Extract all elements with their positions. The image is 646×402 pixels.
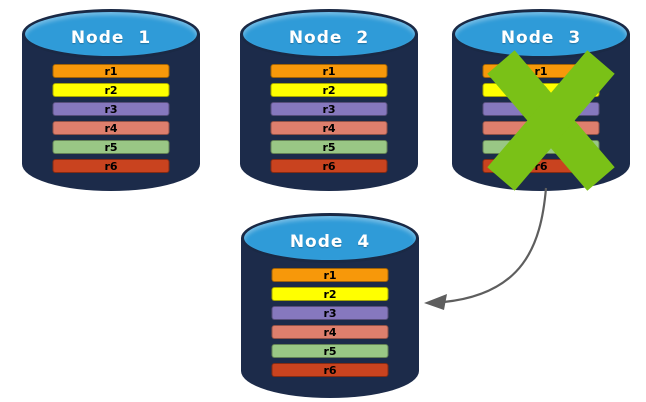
replica-bar: r6	[270, 159, 388, 173]
node-2-cylinder: Node 2 r1 r2 r3 r4 r5 r6	[240, 9, 418, 191]
replica-bar: r2	[52, 83, 170, 97]
node-3-replica-list: r1 r2 r3 r4 r5 r6	[482, 64, 600, 173]
node-1-title: Node 1	[70, 27, 152, 48]
failover-arrow	[424, 187, 548, 310]
replica-bar: r6	[482, 159, 600, 173]
node-3-top: Node 3	[452, 9, 630, 59]
replica-bar: r4	[271, 325, 389, 339]
replica-bar: r5	[52, 140, 170, 154]
node-3-cylinder: Node 3 r1 r2 r3 r4 r5 r6	[452, 9, 630, 191]
node-4-top: Node 4	[241, 213, 419, 263]
node-2-top: Node 2	[240, 9, 418, 59]
node-3-title: Node 3	[500, 27, 582, 48]
node-2-title: Node 2	[288, 27, 370, 48]
replica-bar: r3	[482, 102, 600, 116]
node-1-cylinder: Node 1 r1 r2 r3 r4 r5 r6	[22, 9, 200, 191]
replica-bar: r4	[482, 121, 600, 135]
node-1-top: Node 1	[22, 9, 200, 59]
replica-bar: r4	[52, 121, 170, 135]
replica-bar: r2	[270, 83, 388, 97]
replica-bar: r1	[482, 64, 600, 78]
replica-bar: r1	[270, 64, 388, 78]
replica-bar: r3	[270, 102, 388, 116]
node-1-replica-list: r1 r2 r3 r4 r5 r6	[52, 64, 170, 173]
replica-bar: r5	[270, 140, 388, 154]
replica-bar: r5	[271, 344, 389, 358]
replica-bar: r3	[52, 102, 170, 116]
replica-bar: r4	[270, 121, 388, 135]
replica-bar: r1	[52, 64, 170, 78]
replica-bar: r2	[271, 287, 389, 301]
node-4-cylinder: Node 4 r1 r2 r3 r4 r5 r6	[241, 213, 419, 398]
replica-bar: r3	[271, 306, 389, 320]
replica-bar: r6	[271, 363, 389, 377]
replica-bar: r5	[482, 140, 600, 154]
node-4-replica-list: r1 r2 r3 r4 r5 r6	[271, 268, 389, 377]
replica-bar: r6	[52, 159, 170, 173]
replica-bar: r1	[271, 268, 389, 282]
node-4-title: Node 4	[289, 231, 371, 252]
node-2-replica-list: r1 r2 r3 r4 r5 r6	[270, 64, 388, 173]
replica-bar: r2	[482, 83, 600, 97]
